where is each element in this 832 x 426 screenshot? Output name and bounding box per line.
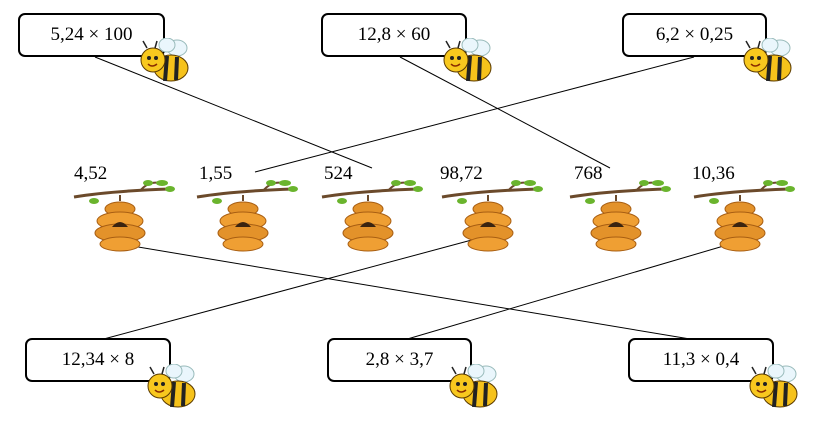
expression-box-5[interactable]: 2,8 × 3,7	[327, 338, 472, 382]
hive-value: 1,55	[199, 163, 233, 184]
connection-line	[94, 56, 373, 169]
connection-line	[254, 56, 695, 173]
beehive-icon	[569, 180, 671, 252]
hive-value: 768	[574, 163, 603, 184]
hive-3[interactable]: 524	[318, 163, 428, 253]
expression-box-1[interactable]: 5,24 × 100	[18, 13, 165, 57]
beehive-icon	[441, 180, 543, 252]
connection-line	[399, 56, 611, 169]
bee-icon	[147, 364, 196, 408]
bee-icon	[443, 38, 492, 82]
beehive-icon	[321, 180, 423, 252]
expression-box-2[interactable]: 12,8 × 60	[321, 13, 467, 57]
expression-box-3[interactable]: 6,2 × 0,25	[622, 13, 767, 57]
connection-line	[99, 233, 495, 341]
hive-1[interactable]: 4,52	[70, 163, 180, 253]
expression-box-6[interactable]: 11,3 × 0,4	[628, 338, 774, 382]
beehive-icon	[196, 180, 298, 252]
bee-icon	[449, 364, 498, 408]
hive-value: 10,36	[692, 163, 735, 184]
expression-box-4[interactable]: 12,34 × 8	[25, 338, 171, 382]
bee-icon	[743, 38, 792, 82]
hive-value: 524	[324, 163, 353, 184]
hive-value: 4,52	[74, 163, 108, 184]
connection-line	[403, 239, 745, 341]
beehive-icon	[693, 180, 795, 252]
hive-4[interactable]: 98,72	[438, 163, 548, 253]
hive-value: 98,72	[440, 163, 483, 184]
hive-2[interactable]: 1,55	[193, 163, 303, 253]
beehive-icon	[73, 180, 175, 252]
bee-icon	[140, 38, 189, 82]
hive-6[interactable]: 10,36	[690, 163, 800, 253]
connection-line	[119, 243, 697, 341]
bee-icon	[749, 364, 798, 408]
hive-5[interactable]: 768	[566, 163, 676, 253]
